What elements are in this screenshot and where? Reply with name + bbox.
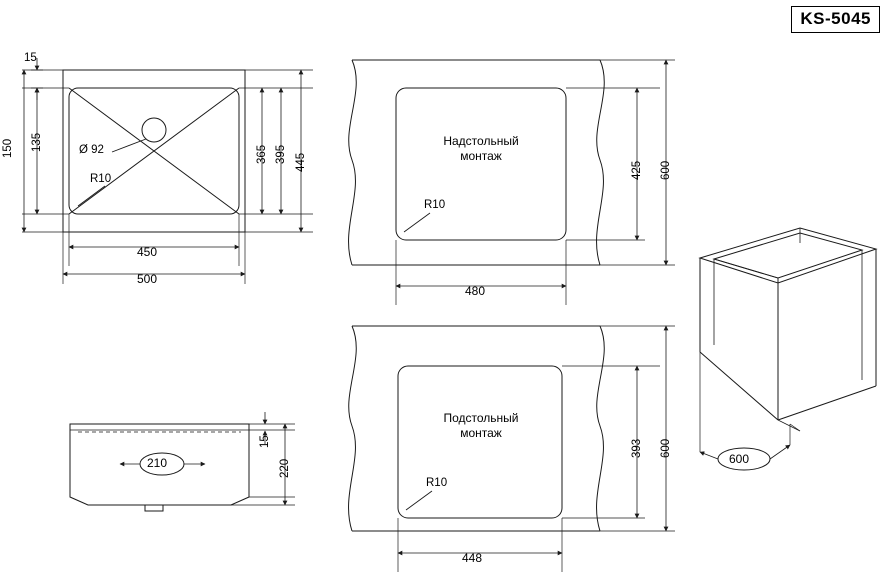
dim-label-600-cabinet: 600 (729, 452, 750, 466)
cutout-undermount-caption-line1: Подстольный (443, 411, 519, 425)
dim-label-r10-undermount: R10 (426, 477, 448, 489)
dim-label-450: 450 (137, 245, 158, 259)
dim-label-480: 480 (465, 284, 486, 298)
dim-label-150: 150 (2, 138, 14, 158)
dim-label-15-front: 15 (259, 435, 271, 448)
dim-label-diameter-92: Ø 92 (79, 144, 104, 156)
dim-label-448: 448 (462, 551, 483, 565)
dim-label-365: 365 (256, 144, 268, 164)
dim-label-135: 135 (31, 132, 43, 152)
cutout-undermount-caption: Подстольный монтаж (416, 411, 546, 441)
cutout-overmount-caption-line2: монтаж (460, 149, 502, 163)
dim-label-393: 393 (631, 438, 643, 458)
dim-label-r10-overmount: R10 (424, 199, 446, 211)
dim-label-500: 500 (137, 272, 158, 286)
dim-label-600-undermount: 600 (660, 438, 672, 458)
dim-label-600-overmount: 600 (660, 160, 672, 180)
dim-label-445: 445 (295, 152, 307, 172)
dim-label-210: 210 (147, 456, 168, 470)
dim-label-220: 220 (279, 458, 291, 478)
dim-label-r10-top: R10 (90, 173, 112, 185)
dim-label-395: 395 (275, 144, 287, 164)
dim-label-425: 425 (631, 160, 643, 180)
drawing-title: KS-5045 (791, 6, 880, 33)
cutout-overmount-caption: Надстольный монтаж (416, 134, 546, 164)
cutout-overmount-caption-line1: Надстольный (443, 134, 519, 148)
cutout-undermount-caption-line2: монтаж (460, 426, 502, 440)
dim-label-15-top: 15 (24, 52, 37, 64)
